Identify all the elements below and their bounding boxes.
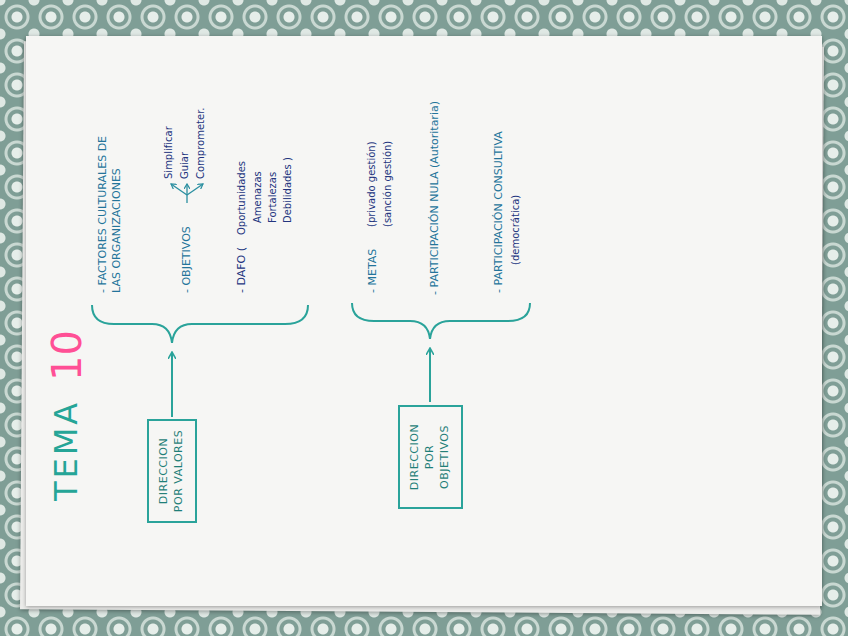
sub-item: (democrática) <box>510 195 523 265</box>
sub-item: Amenazas <box>252 171 265 223</box>
branch-stroke <box>186 195 187 203</box>
process-box: DIRECCION POR OBJETIVOS <box>398 405 463 509</box>
list-item: - FACTORES CULTURALES DE LAS ORGANIZACIO… <box>96 118 124 293</box>
arrow <box>429 349 431 402</box>
note-page: TEMA 10 - FACTORES CULTURALES DE LAS ORGAN… <box>30 40 820 605</box>
branch-arrow <box>186 184 187 195</box>
branch-arrow <box>187 184 203 195</box>
list-item: - OBJETIVOS <box>180 226 194 293</box>
sub-item: Simplificar <box>163 126 176 179</box>
paper-sheet <box>26 36 822 606</box>
list-item: - DAFO ( <box>235 247 249 293</box>
page-title: TEMA <box>46 400 86 501</box>
sub-item: Oportunidades <box>236 161 249 235</box>
sub-item: Guiar <box>179 152 192 179</box>
box-label: DIRECCION POR OBJETIVOS <box>408 413 453 501</box>
sub-item: (sanción gestión) <box>382 141 395 227</box>
box-label: DIRECCION POR VALORES <box>157 427 187 515</box>
list-item: - PARTICIPACIÓN NULA (Autoritaria) <box>428 101 442 295</box>
branch-arrow <box>171 184 187 195</box>
list-item: - METAS <box>366 249 380 293</box>
arrow <box>171 353 173 417</box>
sub-item: Comprometer. <box>195 107 208 179</box>
sub-item: (privado gestión) <box>366 141 379 227</box>
sub-item: Fortalezas <box>267 172 280 223</box>
topic-number: 10 <box>42 330 92 381</box>
sub-item: Debilidades ) <box>282 157 295 223</box>
curly-brace <box>92 305 308 343</box>
list-item: - PARTICIPACIÓN CONSULTIVA <box>492 131 506 293</box>
process-box: DIRECCION POR VALORES <box>147 419 197 523</box>
curly-brace <box>352 303 530 339</box>
